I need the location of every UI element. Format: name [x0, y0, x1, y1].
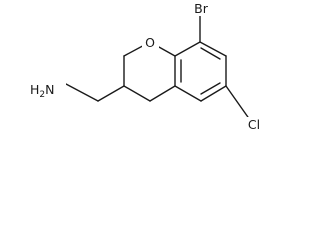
- bond-c5-c4a: [174, 85, 202, 102]
- bond-c8a-c8: [174, 41, 201, 57]
- bond-c3-c4: [123, 85, 151, 102]
- bond-c4-c4a: [149, 85, 176, 102]
- chlorine-atom-label: Cl: [248, 117, 260, 132]
- bond-c3-ch2: [97, 85, 125, 102]
- bond-ch2-n: [65, 83, 99, 102]
- pyran-ring: [123, 41, 176, 102]
- structure-diagram: O Br Cl H2N: [0, 0, 276, 138]
- bond-c6-c5: [200, 85, 227, 102]
- amine-atom-label: H2N: [30, 82, 55, 100]
- oxygen-label-bg: [142, 34, 159, 50]
- substituent-bonds: [65, 13, 251, 121]
- amine-n: N: [45, 82, 54, 97]
- amine-subscript: 2: [39, 90, 45, 100]
- svg-text:H2N: H2N: [30, 82, 55, 100]
- benzene-ring: [174, 41, 227, 102]
- bond-c8-c7: [199, 41, 227, 57]
- double-bond-c8-c7: [200, 47, 221, 60]
- bromine-atom-label: Br: [194, 1, 209, 16]
- bond-c6-cl: [225, 85, 251, 121]
- bromine-label-bg: [190, 1, 212, 16]
- oxygen-atom-label: O: [145, 35, 155, 50]
- chlorine-label-bg: [244, 117, 264, 132]
- amine-h: H: [30, 82, 39, 97]
- double-bond-c6-c5: [200, 82, 221, 95]
- molecule-drawing: O Br Cl H2N: [28, 1, 264, 132]
- amine-label-bg: [28, 82, 66, 98]
